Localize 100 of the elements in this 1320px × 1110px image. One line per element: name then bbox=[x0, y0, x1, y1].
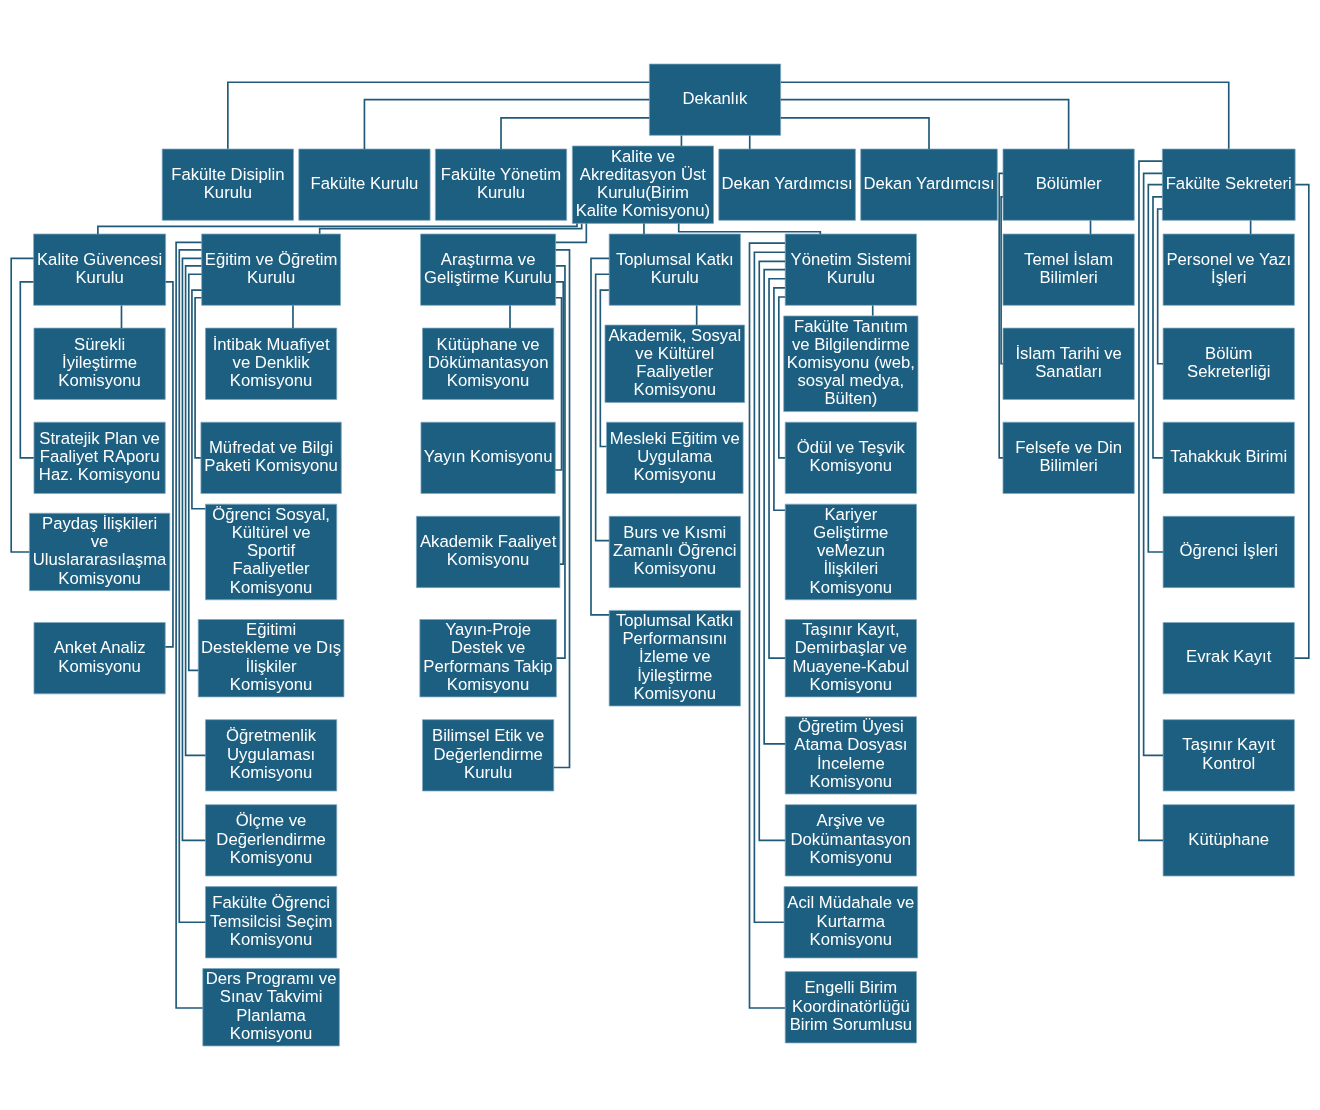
node-box: Öğrenci İşleri bbox=[1162, 515, 1295, 588]
node-box: Arşive ve Dokümantasyon Komisyonu bbox=[784, 804, 917, 877]
node-box: Eğitim ve Öğretim Kurulu bbox=[201, 233, 341, 306]
node-box: Müfredat ve Bilgi Paketi Komisyonu bbox=[200, 421, 342, 494]
node-box: Engelli Birim Koordinatörlüğü Birim Sorumlusu bbox=[784, 971, 917, 1044]
node-box: Yayın-Proje Destek ve Performans Takip Komisyonu bbox=[419, 619, 557, 698]
connector bbox=[748, 134, 751, 150]
node-box: Dekan Yardımcısı bbox=[860, 148, 998, 221]
connector bbox=[998, 172, 1004, 459]
node-box: Akademik Faaliyet Komisyonu bbox=[416, 515, 561, 588]
node-box: Fakülte Sekreteri bbox=[1161, 148, 1296, 221]
connector bbox=[555, 265, 566, 660]
connector bbox=[509, 304, 511, 329]
connector bbox=[175, 241, 204, 1009]
node-box: Anket Analiz Komisyonu bbox=[33, 622, 166, 695]
node-box: Fakülte Disiplin Kurulu bbox=[161, 148, 294, 221]
connector bbox=[318, 222, 583, 235]
node-box: Fakülte Tanıtım ve Bilgilendirme Komisyonu (web, sosyal medya, Bülten) bbox=[783, 315, 919, 412]
node-box: Akademik, Sosyal ve Kültürel Faaliyetler Komisyonu bbox=[604, 324, 745, 403]
node-box: Ölçme ve Değerlendirme Komisyonu bbox=[205, 804, 338, 877]
connector bbox=[97, 222, 578, 235]
connector bbox=[1156, 208, 1164, 365]
connector bbox=[554, 222, 588, 244]
connector bbox=[120, 304, 123, 329]
connector bbox=[594, 273, 610, 542]
connector bbox=[677, 222, 822, 235]
connector bbox=[553, 249, 571, 769]
node-box: Dekanlık bbox=[649, 63, 782, 136]
node-box: Paydaş İlişkileri ve Uluslararasılaşma Komisyonu bbox=[29, 512, 171, 592]
connector bbox=[184, 265, 207, 757]
connector bbox=[500, 117, 651, 150]
connector bbox=[780, 81, 1230, 150]
connector bbox=[187, 273, 203, 672]
connector bbox=[1000, 196, 1004, 365]
node-box: Felsefe ve Din Bilimleri bbox=[1002, 421, 1135, 494]
connector bbox=[181, 257, 207, 842]
node-box: Yönetim Sistemi Kurulu bbox=[784, 233, 917, 306]
connector bbox=[871, 304, 874, 317]
node-box: Öğretim Üyesi Atama Dosyası İnceleme Komisyonu bbox=[784, 716, 917, 795]
node-box: Toplumsal Katkı Performansını İzleme ve İyileştirme Komisyonu bbox=[608, 610, 741, 707]
node-box: Burs ve Kısmi Zamanlı Öğrenci Komisyonu bbox=[608, 515, 741, 588]
connector bbox=[763, 268, 786, 745]
connector bbox=[1293, 183, 1310, 660]
node-box: Toplumsal Katkı Kurulu bbox=[608, 233, 741, 306]
connector bbox=[599, 289, 610, 448]
node-box: Temel İslam Bilimleri bbox=[1002, 233, 1135, 306]
node-box: İslam Tarihi ve Sanatları bbox=[1002, 327, 1135, 400]
connector bbox=[1152, 196, 1164, 459]
node-box: Kariyer Geliştirme veMezun İlişkileri Komisyonu bbox=[784, 503, 917, 601]
connector bbox=[1138, 160, 1164, 842]
connector bbox=[773, 287, 786, 512]
connector bbox=[191, 289, 207, 510]
node-box: Kalite Güvencesi Kurulu bbox=[33, 233, 166, 306]
node-box: Fakülte Öğrenci Temsilcisi Seçim Komisyonu bbox=[205, 886, 338, 959]
connector bbox=[748, 242, 786, 1009]
connector bbox=[363, 98, 651, 150]
node-box: Mesleki Eğitim ve Uygulama Komisyonu bbox=[606, 421, 744, 494]
node-box: Taşınır Kayıt, Demirbaşlar ve Muayene-Kabul Komisyonu bbox=[784, 619, 917, 698]
connector bbox=[779, 98, 1070, 150]
connector bbox=[554, 281, 565, 565]
connector bbox=[768, 277, 787, 660]
connector bbox=[1142, 172, 1164, 757]
node-box: Personel ve Yazı İşleri bbox=[1162, 233, 1295, 306]
node-box: Fakülte Yönetim Kurulu bbox=[435, 148, 568, 221]
connector bbox=[194, 296, 203, 459]
connector bbox=[164, 281, 174, 648]
node-box: Kalite ve Akreditasyon Üst Kurulu(Birim Kalite Komisyonu) bbox=[571, 145, 714, 224]
node-box: Bölüm Sekreterliği bbox=[1162, 327, 1295, 400]
connector bbox=[554, 296, 563, 471]
node-box: Evrak Kayıt bbox=[1162, 622, 1295, 695]
connector bbox=[777, 296, 787, 459]
connector bbox=[753, 251, 786, 924]
node-box: Acil Müdahale ve Kurtarma Komisyonu bbox=[783, 886, 918, 959]
node-box: Tahakkuk Birimi bbox=[1162, 421, 1295, 494]
node-box: Dekan Yardımcısı bbox=[718, 148, 856, 221]
node-box: İntibak Muafiyet ve Denklik Komisyonu bbox=[205, 327, 338, 400]
node-box: Fakülte Kurulu bbox=[298, 148, 431, 221]
connector bbox=[779, 117, 930, 150]
connector bbox=[758, 260, 786, 842]
node-box: Öğrenci Sosyal, Kültürel ve Sportif Faaliyetler Komisyonu bbox=[205, 503, 338, 601]
node-box: Öğretmenlik Uygulaması Komisyonu bbox=[205, 719, 338, 792]
node-box: Ders Programı ve Sınav Takvimi Planlama Komisyonu bbox=[202, 968, 340, 1047]
node-box: Taşınır Kayıt Kontrol bbox=[1162, 719, 1295, 792]
node-box: Yayın Komisyonu bbox=[420, 421, 556, 494]
node-box: Kütüphane ve Dökümantasyon Komisyonu bbox=[422, 327, 555, 400]
connector bbox=[643, 222, 645, 235]
node-box: Bölümler bbox=[1002, 148, 1135, 221]
connector bbox=[292, 304, 294, 329]
node-box: Ödül ve Teşvik Komisyonu bbox=[784, 421, 917, 494]
connector bbox=[178, 249, 207, 924]
connector bbox=[1147, 183, 1164, 553]
node-box: Bilimsel Etik ve Değerlendirme Kurulu bbox=[422, 719, 555, 792]
node-box: Stratejik Plan ve Faaliyet RAporu Haz. Komisyonu bbox=[33, 421, 166, 494]
connector bbox=[19, 281, 35, 459]
connector bbox=[227, 81, 651, 150]
node-box: Araştırma ve Geliştirme Kurulu bbox=[420, 233, 557, 306]
connector bbox=[695, 304, 698, 326]
node-box: Sürekli İyileştirme Komisyonu bbox=[33, 327, 166, 400]
node-box: Kütüphane bbox=[1162, 804, 1295, 877]
node-box: Eğitimi Destekleme ve Dış İlişkiler Komisyonu bbox=[197, 619, 345, 698]
